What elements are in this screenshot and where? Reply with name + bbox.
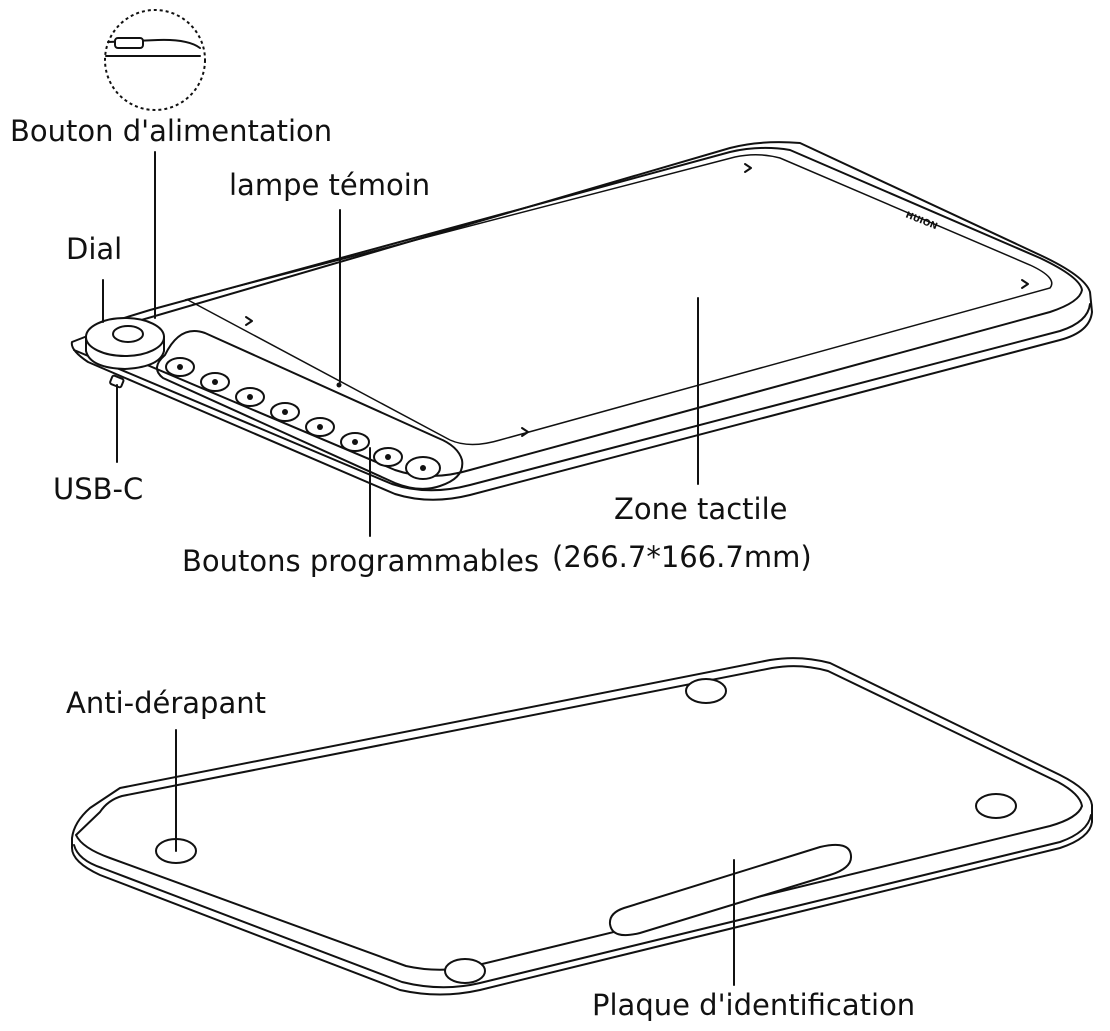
- anti-slip-foot: [685, 678, 727, 704]
- id-plate: [608, 843, 853, 937]
- dial-label: Dial: [66, 232, 123, 266]
- usb-c-port: [109, 374, 125, 389]
- dial: [85, 317, 165, 371]
- power-button-magnifier: [104, 9, 206, 111]
- indicator-light-dot: [336, 382, 342, 388]
- anti-slip-label: Anti-dérapant: [66, 686, 266, 720]
- touch-zone-size-label: (266.7*166.7mm): [552, 540, 812, 574]
- tablet-bottom-view: [71, 657, 1093, 996]
- touch-zone-label: Zone tactile: [614, 492, 788, 526]
- anti-slip-foot: [444, 958, 486, 984]
- usb-c-label: USB-C: [53, 472, 144, 506]
- indicator-light-label: lampe témoin: [229, 168, 431, 202]
- programmable-buttons: [165, 357, 441, 480]
- programmable-buttons-label: Boutons programmables: [182, 544, 540, 578]
- power-button-label: Bouton d'alimentation: [10, 114, 333, 148]
- brand-logo: HUION: [904, 211, 939, 233]
- anti-slip-foot: [975, 793, 1017, 819]
- id-plate-label: Plaque d'identification: [592, 988, 916, 1022]
- tablet-top-view: HUION: [70, 141, 1093, 501]
